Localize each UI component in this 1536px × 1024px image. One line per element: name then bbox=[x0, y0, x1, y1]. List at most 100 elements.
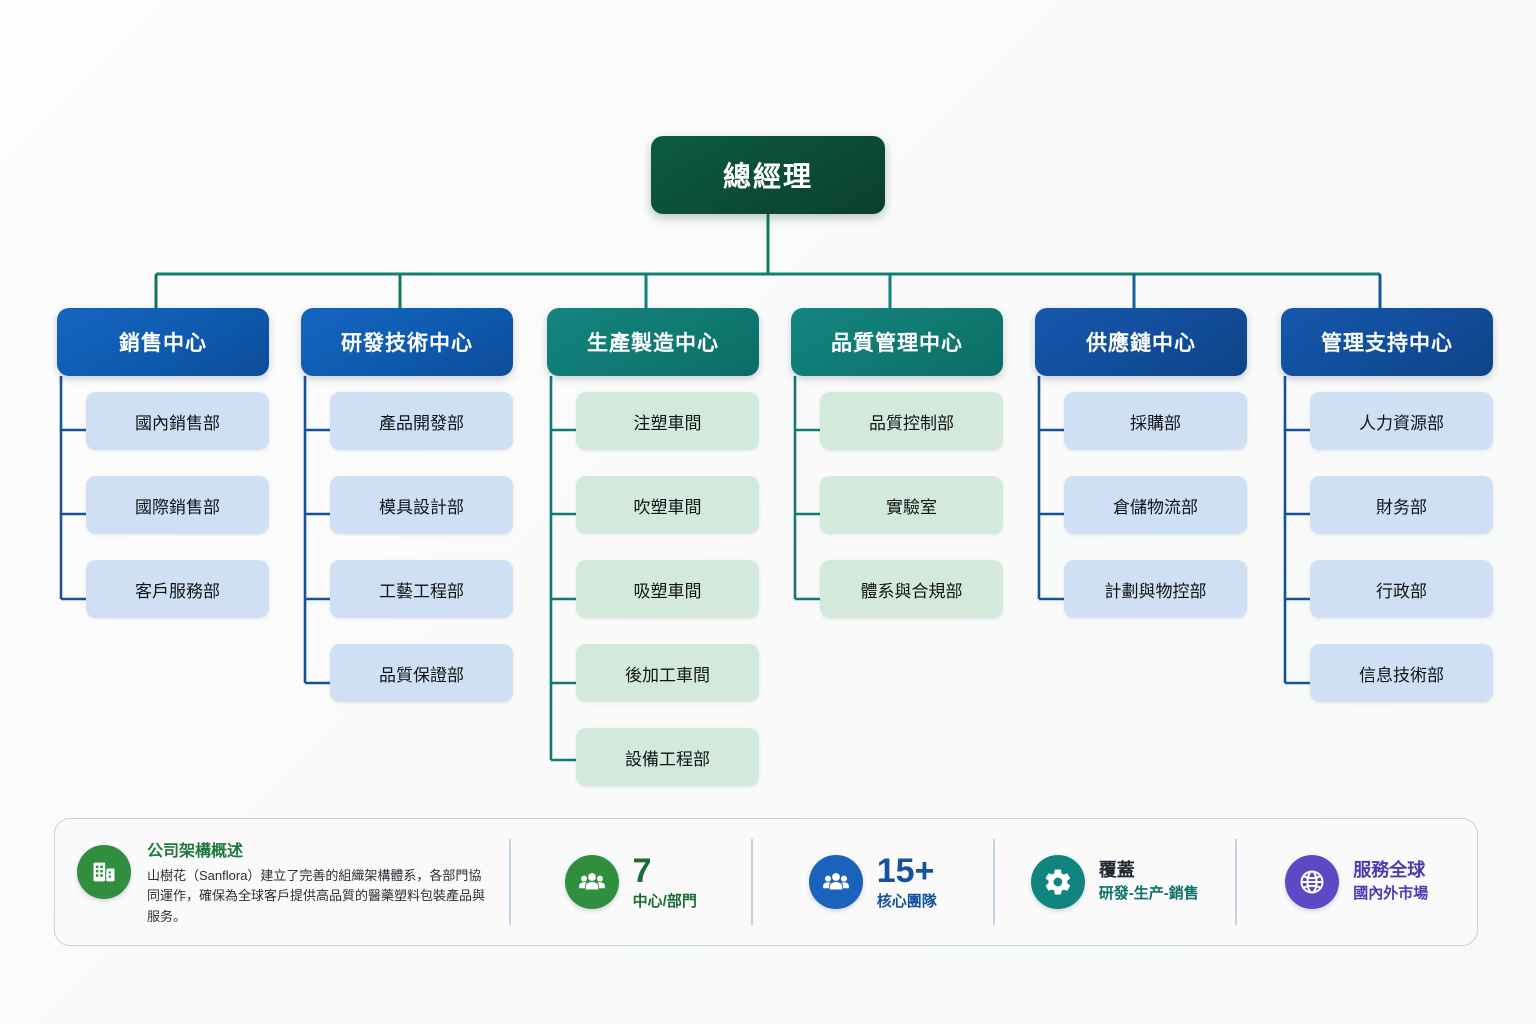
summary-panel: 公司架構概述 山樹花（Sanflora）建立了完善的組織架構體系，各部門協同運作… bbox=[54, 818, 1478, 946]
column-header-label: 銷售中心 bbox=[119, 332, 207, 355]
org-column-admin-support: 管理支持中心 人力資源部 財务部 行政部 信息技術部 bbox=[1281, 308, 1493, 702]
list-item[interactable]: 行政部 bbox=[1310, 560, 1493, 618]
item-label: 後加工車間 bbox=[625, 665, 710, 685]
stat-value: 15+ bbox=[876, 851, 935, 890]
org-column-supply-chain: 供應鏈中心 採購部 倉儲物流部 計劃與物控部 bbox=[1035, 308, 1247, 618]
item-label: 吹塑車間 bbox=[633, 497, 702, 517]
overview-title: 公司架構概述 bbox=[147, 843, 244, 861]
group-users-icon bbox=[564, 855, 619, 909]
overview-text: 公司架構概述 山樹花（Sanflora）建立了完善的組織架構體系，各部門協同運作… bbox=[147, 837, 491, 926]
list-item[interactable]: 財务部 bbox=[1310, 476, 1493, 534]
list-item[interactable]: 信息技術部 bbox=[1310, 644, 1493, 702]
list-item[interactable]: 國際銷售部 bbox=[86, 476, 269, 534]
overview-block: 公司架構概述 山樹花（Sanflora）建立了完善的組織架構體系，各部門協同運作… bbox=[55, 837, 509, 926]
overview-description: 山樹花（Sanflora）建立了完善的組織架構體系，各部門協同運作，確保為全球客… bbox=[147, 868, 486, 924]
list-item[interactable]: 人力資源部 bbox=[1310, 392, 1493, 450]
list-item[interactable]: 採購部 bbox=[1064, 392, 1247, 450]
list-item[interactable]: 客戶服務部 bbox=[86, 560, 269, 618]
list-item[interactable]: 國內銷售部 bbox=[86, 392, 269, 450]
column-header-label: 管理支持中心 bbox=[1321, 332, 1453, 355]
item-label: 體系與合規部 bbox=[860, 581, 963, 601]
list-item[interactable]: 吹塑車間 bbox=[576, 476, 759, 534]
list-item[interactable]: 倉儲物流部 bbox=[1064, 476, 1247, 534]
stat-text: 15+ 核心團隊 bbox=[877, 854, 937, 911]
item-label: 工藝工程部 bbox=[379, 581, 464, 601]
panel-divider bbox=[751, 839, 753, 925]
stat-label: 中心/部門 bbox=[632, 892, 697, 910]
org-column-manufacturing: 生產製造中心 注塑車間 吹塑車間 吸塑車間 後加工車間 設備工程部 bbox=[547, 308, 759, 786]
stat-text: 服務全球 國內外市場 bbox=[1353, 861, 1428, 903]
item-label: 客戶服務部 bbox=[135, 581, 220, 601]
team-users-icon bbox=[808, 855, 863, 909]
column-header-label: 研發技術中心 bbox=[341, 332, 473, 355]
item-label: 吸塑車間 bbox=[633, 581, 702, 601]
item-label: 設備工程部 bbox=[625, 749, 710, 769]
list-item[interactable]: 模具設計部 bbox=[330, 476, 513, 534]
stat-centers: 7 中心/部門 bbox=[511, 854, 752, 911]
column-header-rnd[interactable]: 研發技術中心 bbox=[301, 308, 513, 376]
list-item[interactable]: 實驗室 bbox=[820, 476, 1003, 534]
list-item[interactable]: 品質保證部 bbox=[330, 644, 513, 702]
stat-value: 服務全球 bbox=[1353, 860, 1426, 880]
stat-label: 國內外市場 bbox=[1353, 885, 1429, 902]
stat-label: 核心團隊 bbox=[876, 892, 937, 910]
column-items-admin-support: 人力資源部 財务部 行政部 信息技術部 bbox=[1310, 392, 1493, 728]
column-header-quality[interactable]: 品質管理中心 bbox=[791, 308, 1003, 376]
list-item[interactable]: 注塑車間 bbox=[576, 392, 759, 450]
list-item[interactable]: 後加工車間 bbox=[576, 644, 759, 702]
list-item[interactable]: 設備工程部 bbox=[576, 728, 759, 786]
item-label: 計劃與物控部 bbox=[1104, 581, 1207, 601]
item-label: 實驗室 bbox=[886, 497, 937, 517]
panel-divider bbox=[1235, 839, 1237, 925]
globe-icon bbox=[1285, 855, 1340, 909]
stat-text: 覆蓋 研發-生产-銷售 bbox=[1099, 861, 1199, 903]
column-items-rnd: 產品開發部 模具設計部 工藝工程部 品質保證部 bbox=[330, 392, 513, 728]
stat-label: 研發-生产-銷售 bbox=[1098, 885, 1199, 902]
column-header-label: 品質管理中心 bbox=[831, 332, 963, 355]
column-header-supply-chain[interactable]: 供應鏈中心 bbox=[1035, 308, 1247, 376]
stat-text: 7 中心/部門 bbox=[633, 854, 697, 911]
stat-value: 覆蓋 bbox=[1098, 860, 1135, 880]
root-node-general-manager[interactable]: 總經理 bbox=[651, 136, 885, 214]
stat-global-service: 服務全球 國內外市場 bbox=[1237, 855, 1478, 909]
panel-divider bbox=[509, 839, 511, 925]
org-column-quality: 品質管理中心 品質控制部 實驗室 體系與合規部 bbox=[791, 308, 1003, 618]
list-item[interactable]: 體系與合規部 bbox=[820, 560, 1003, 618]
list-item[interactable]: 品質控制部 bbox=[820, 392, 1003, 450]
building-icon bbox=[77, 845, 131, 900]
column-header-label: 供應鏈中心 bbox=[1086, 332, 1196, 355]
column-items-supply-chain: 採購部 倉儲物流部 計劃與物控部 bbox=[1064, 392, 1247, 644]
column-items-manufacturing: 注塑車間 吹塑車間 吸塑車間 後加工車間 設備工程部 bbox=[576, 392, 759, 812]
list-item[interactable]: 產品開發部 bbox=[330, 392, 513, 450]
stat-core-teams: 15+ 核心團隊 bbox=[753, 854, 994, 911]
gear-icon bbox=[1030, 855, 1085, 909]
column-header-sales[interactable]: 銷售中心 bbox=[57, 308, 269, 376]
column-header-label: 生產製造中心 bbox=[587, 332, 719, 355]
column-header-admin-support[interactable]: 管理支持中心 bbox=[1281, 308, 1493, 376]
item-label: 國際銷售部 bbox=[135, 497, 220, 517]
panel-divider bbox=[993, 839, 995, 925]
column-items-sales: 國內銷售部 國際銷售部 客戶服務部 bbox=[86, 392, 269, 644]
item-label: 信息技術部 bbox=[1359, 665, 1444, 685]
item-label: 品質保證部 bbox=[379, 665, 464, 685]
list-item[interactable]: 計劃與物控部 bbox=[1064, 560, 1247, 618]
item-label: 倉儲物流部 bbox=[1113, 497, 1198, 517]
column-items-quality: 品質控制部 實驗室 體系與合規部 bbox=[820, 392, 1003, 644]
item-label: 產品開發部 bbox=[379, 413, 464, 433]
list-item[interactable]: 工藝工程部 bbox=[330, 560, 513, 618]
list-item[interactable]: 吸塑車間 bbox=[576, 560, 759, 618]
stat-coverage: 覆蓋 研發-生产-銷售 bbox=[995, 855, 1236, 909]
item-label: 行政部 bbox=[1376, 581, 1427, 601]
root-node-label: 總經理 bbox=[722, 161, 813, 192]
stat-value: 7 bbox=[632, 851, 652, 890]
item-label: 模具設計部 bbox=[379, 497, 464, 517]
item-label: 財务部 bbox=[1376, 497, 1427, 517]
org-column-rnd: 研發技術中心 產品開發部 模具設計部 工藝工程部 品質保證部 bbox=[301, 308, 513, 702]
item-label: 國內銷售部 bbox=[135, 413, 220, 433]
item-label: 採購部 bbox=[1130, 413, 1181, 433]
item-label: 人力資源部 bbox=[1359, 413, 1444, 433]
org-column-sales: 銷售中心 國內銷售部 國際銷售部 客戶服務部 bbox=[57, 308, 269, 618]
column-header-manufacturing[interactable]: 生產製造中心 bbox=[547, 308, 759, 376]
item-label: 品質控制部 bbox=[869, 413, 954, 433]
